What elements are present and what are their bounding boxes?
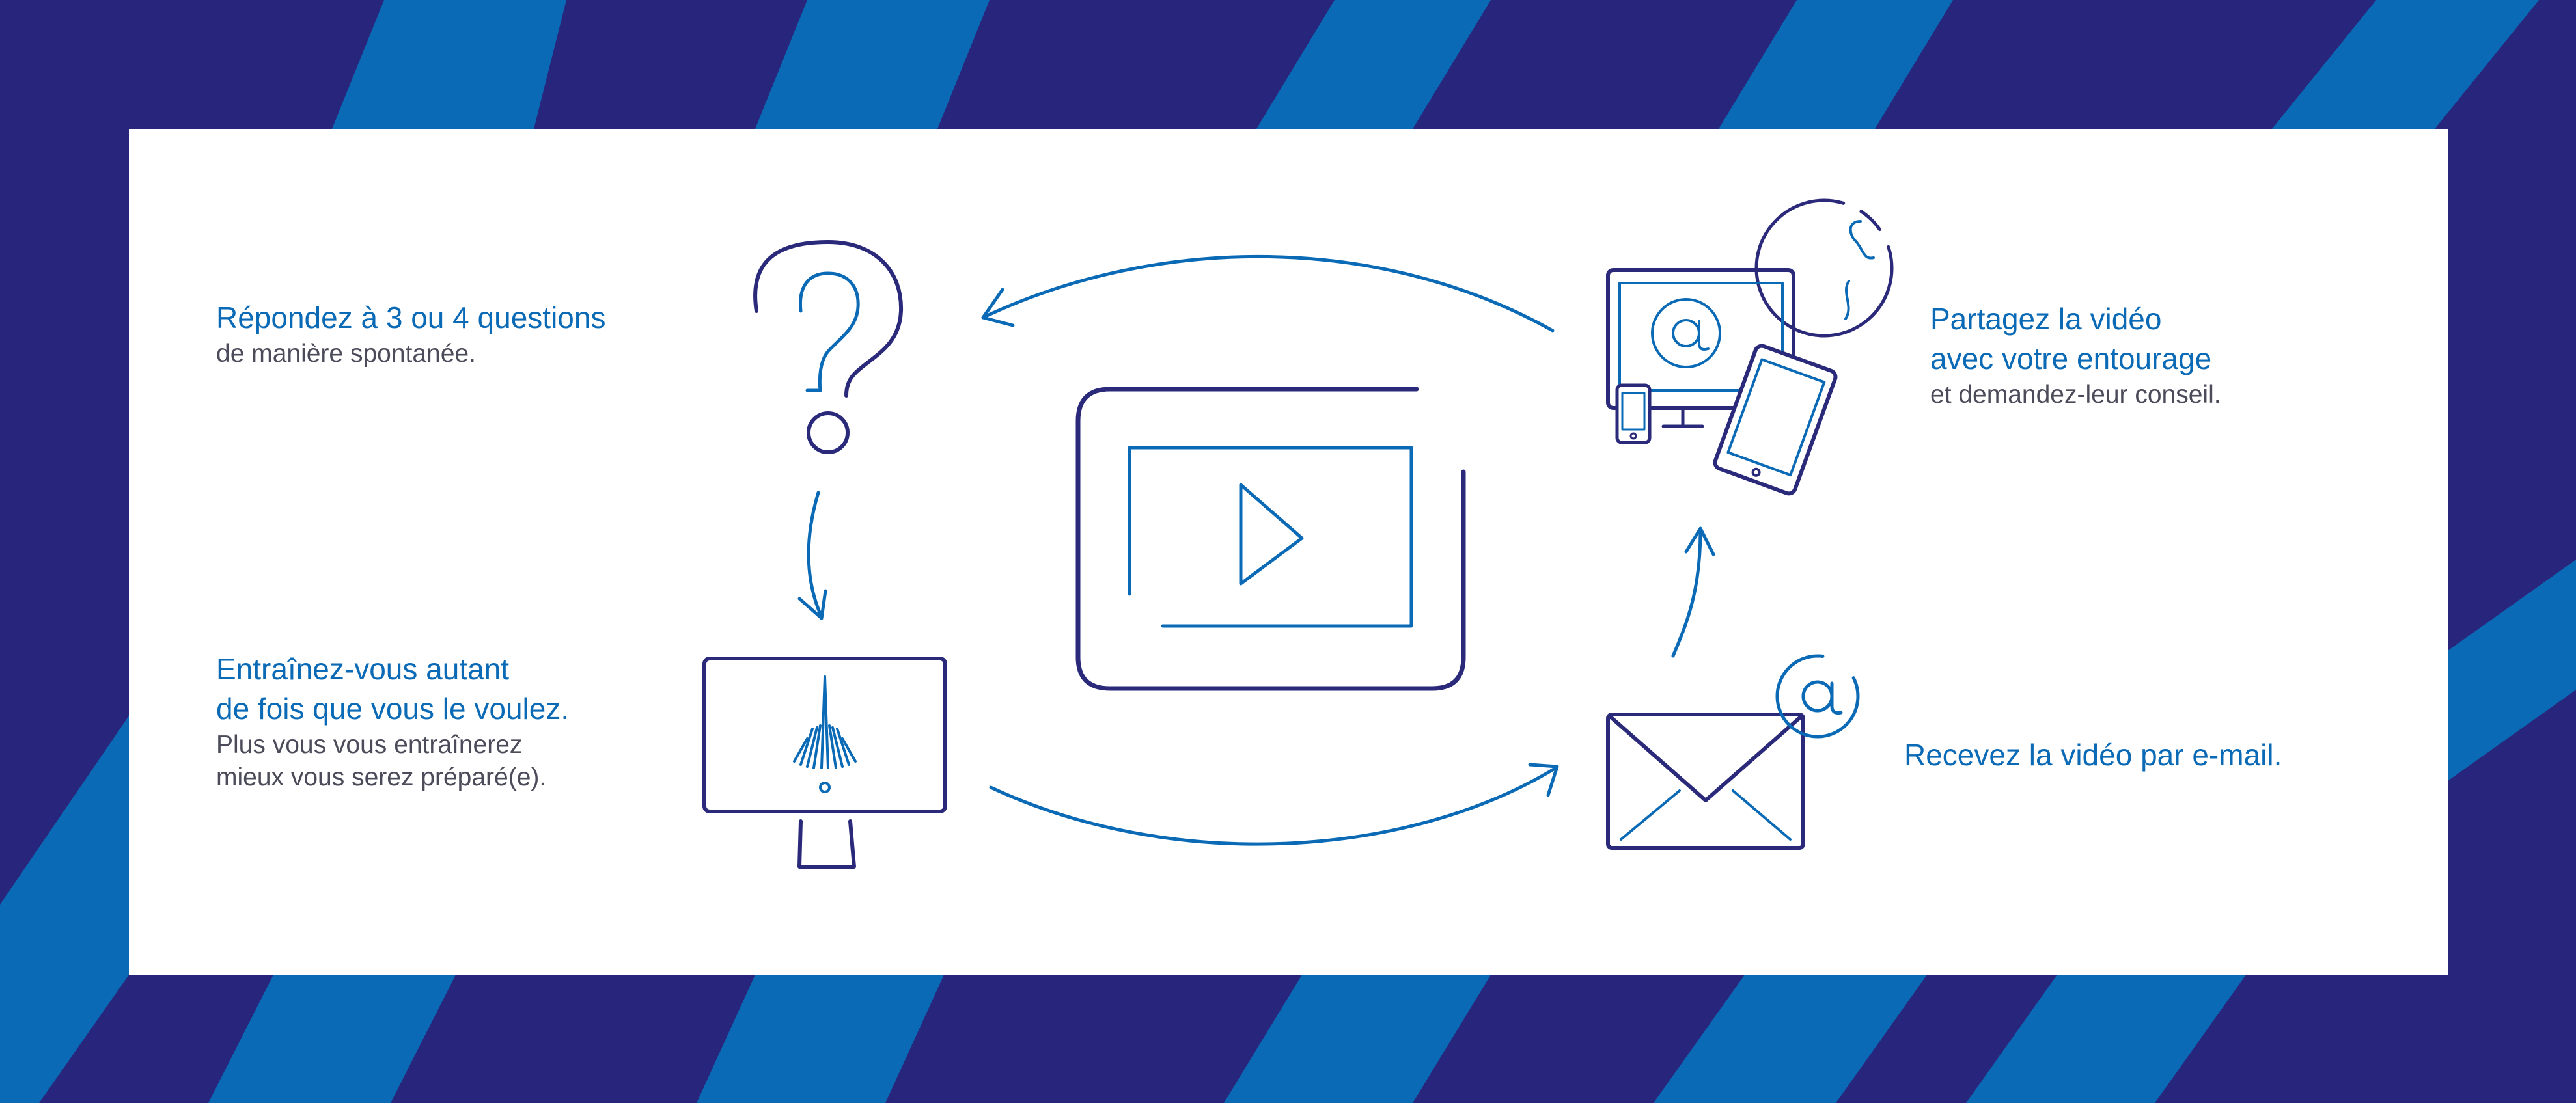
computer-monitor-icon [702, 657, 947, 869]
step-share: Partagez la vidéo avec votre entourage e… [1930, 299, 2399, 411]
step-share-title: Partagez la vidéo avec votre entourage [1930, 302, 2212, 375]
arrowhead-envelope-to-devices [1684, 526, 1715, 556]
arrow-devices-to-question [981, 254, 1555, 333]
arrowhead-monitor-to-envelope [1528, 763, 1559, 797]
step-train: Entraînez-vous autant de fois que vous l… [216, 649, 789, 794]
step-receive-title: Recevez la vidéo par e-mail. [1904, 738, 2282, 772]
arrow-envelope-to-devices [1671, 528, 1702, 658]
arrowhead-question-to-monitor [797, 589, 827, 620]
step-answer-title: Répondez à 3 ou 4 questions [216, 301, 606, 334]
video-player-icon [1075, 387, 1466, 691]
step-train-desc: Plus vous vous entraînerez mieux vous se… [216, 731, 547, 791]
arrow-question-to-monitor [807, 491, 824, 619]
content-panel [129, 129, 2448, 975]
step-answer-desc: de manière spontanée. [216, 340, 476, 368]
step-share-desc: et demandez-leur conseil. [1930, 381, 2221, 409]
question-mark-icon [753, 240, 904, 454]
devices-globe-icon [1606, 198, 1894, 496]
envelope-email-icon [1606, 654, 1860, 850]
arrow-monitor-to-envelope [989, 766, 1558, 846]
step-answer: Répondez à 3 ou 4 questions de manière s… [216, 298, 802, 370]
step-receive: Recevez la vidéo par e-mail. [1904, 735, 2412, 775]
step-train-title: Entraînez-vous autant de fois que vous l… [216, 652, 570, 726]
arrowhead-devices-to-question [981, 288, 1015, 327]
